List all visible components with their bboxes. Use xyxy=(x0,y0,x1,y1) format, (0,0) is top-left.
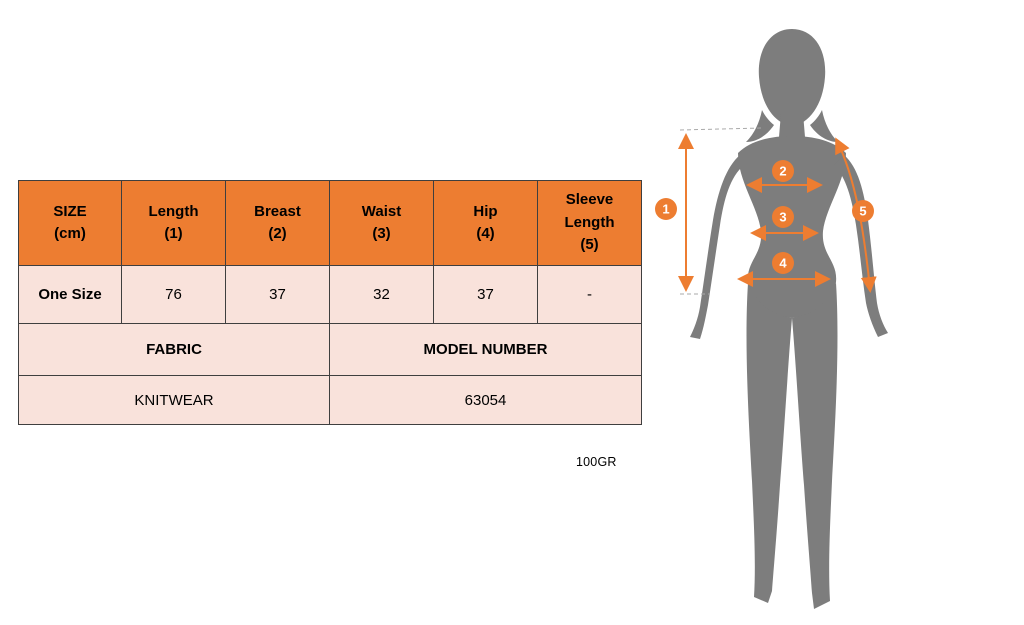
cell-size-name: One Size xyxy=(18,265,122,324)
fabric-model-value-row: KNITWEAR 63054 xyxy=(18,375,642,425)
col-header-size-cm: SIZE (cm) xyxy=(18,180,122,266)
cell-waist-value: 32 xyxy=(329,265,434,324)
size-table: SIZE (cm) Length (1) Breast (2) Waist (3… xyxy=(18,180,642,425)
cell-sleeve-value: - xyxy=(537,265,642,324)
marker-2-number: 2 xyxy=(779,164,786,179)
marker-5-number: 5 xyxy=(859,204,866,219)
cell-breast-value: 37 xyxy=(225,265,330,324)
size-values-row: One Size 76 37 32 37 - xyxy=(18,265,642,324)
marker-2-breast: 2 xyxy=(772,160,794,182)
model-number-label: MODEL NUMBER xyxy=(329,323,642,376)
col-header-length: Length (1) xyxy=(121,180,226,266)
marker-1-number: 1 xyxy=(662,202,669,217)
fabric-value: KNITWEAR xyxy=(18,375,330,425)
col-header-breast: Breast (2) xyxy=(225,180,330,266)
weight-note: 100GR xyxy=(576,455,617,469)
cell-hip-value: 37 xyxy=(433,265,538,324)
fabric-label: FABRIC xyxy=(18,323,330,376)
marker-5-sleeve: 5 xyxy=(852,200,874,222)
marker-4-hip: 4 xyxy=(772,252,794,274)
cell-length-value: 76 xyxy=(121,265,226,324)
col-header-sleeve-length: Sleeve Length (5) xyxy=(537,180,642,266)
model-number-value: 63054 xyxy=(329,375,642,425)
fabric-model-label-row: FABRIC MODEL NUMBER xyxy=(18,323,642,376)
marker-4-number: 4 xyxy=(779,256,787,271)
col-header-hip: Hip (4) xyxy=(433,180,538,266)
dashed-guide-top xyxy=(679,127,763,131)
marker-3-waist: 3 xyxy=(772,206,794,228)
marker-1-length: 1 xyxy=(655,198,677,220)
measurement-figure: 1 2 3 4 5 xyxy=(650,15,930,615)
col-header-waist: Waist (3) xyxy=(329,180,434,266)
size-table-header-row: SIZE (cm) Length (1) Breast (2) Waist (3… xyxy=(18,180,642,266)
body-silhouette xyxy=(690,29,888,609)
marker-3-number: 3 xyxy=(779,210,786,225)
measurement-figure-svg: 1 2 3 4 5 xyxy=(655,29,888,609)
